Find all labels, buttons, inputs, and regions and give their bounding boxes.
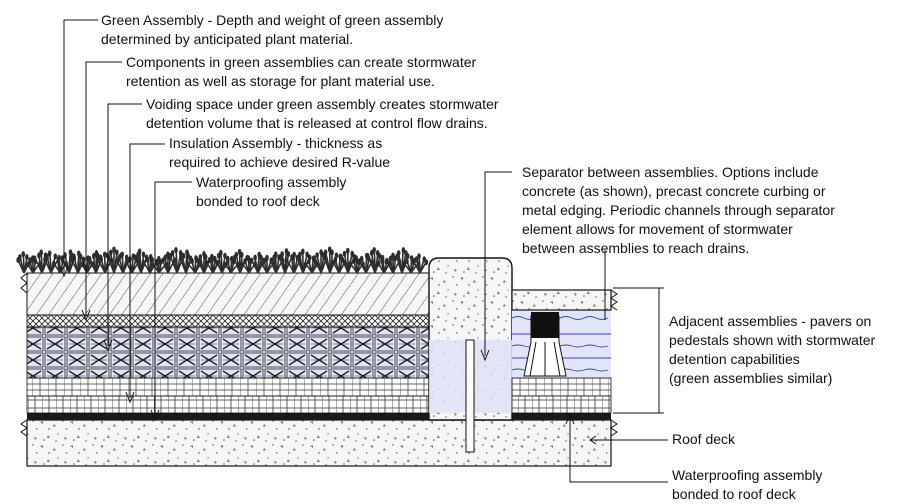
callout-roof-deck: Roof deck	[672, 430, 735, 449]
callout-green-assembly: Green Assembly - Depth and weight of gre…	[101, 11, 443, 49]
callout-line: Waterproofing assembly	[196, 174, 347, 190]
callout-line: determined by anticipated plant material…	[101, 31, 354, 47]
callout-line: Components in green assemblies can creat…	[126, 54, 477, 70]
callout-line: Green Assembly - Depth and weight of gre…	[101, 12, 444, 28]
callout-line: Waterproofing assembly	[672, 467, 823, 483]
plant-tuft	[239, 255, 258, 274]
callout-line: metal edging. Periodic channels through …	[522, 202, 835, 218]
callout-line: Insulation Assembly - thickness as	[169, 135, 383, 151]
green-assembly	[20, 272, 430, 414]
waterproofing-membrane	[27, 413, 611, 420]
callout-line: Adjacent assemblies - pavers on	[669, 313, 872, 329]
paver-assembly	[511, 289, 618, 414]
plant-tuft	[87, 249, 103, 274]
callout-line: concrete (as shown), precast concrete cu…	[522, 183, 826, 199]
leader-lines	[59, 19, 668, 483]
callout-separator: Separator between assemblies. Options in…	[522, 163, 835, 258]
callout-line: detention capabilities	[669, 351, 800, 367]
plant-material	[16, 246, 429, 274]
roof-deck	[20, 419, 618, 467]
plant-tuft	[133, 248, 149, 274]
callout-line: pedestals shown with stormwater	[669, 332, 876, 348]
callout-voiding-space: Voiding space under green assembly creat…	[146, 95, 499, 133]
plant-tuft	[179, 249, 193, 274]
callout-line: detention volume that is released at con…	[146, 115, 488, 131]
callout-line: bonded to roof deck	[196, 193, 320, 209]
plant-tuft	[168, 247, 186, 274]
callout-line: Roof deck	[672, 431, 736, 447]
callout-line: Voiding space under green assembly creat…	[146, 96, 499, 112]
callout-line: bonded to roof deck	[672, 486, 796, 502]
callout-components: Components in green assemblies can creat…	[126, 53, 476, 91]
callout-line: Separator between assemblies. Options in…	[522, 164, 819, 180]
dimension-line	[613, 287, 664, 414]
callout-line: retention as well as storage for plant m…	[126, 73, 435, 89]
plant-tuft	[115, 251, 130, 274]
plant-tuft	[204, 253, 220, 274]
callout-line: (green assemblies similar)	[669, 370, 833, 386]
plant-tuft	[232, 248, 249, 274]
plant-tuft	[411, 253, 429, 274]
callout-adjacent-assemblies: Adjacent assemblies - pavers on pedestal…	[669, 312, 875, 388]
plant-tuft	[69, 250, 86, 274]
callout-line: required to achieve desired R-value	[169, 154, 391, 170]
callout-line: between assemblies to reach drains.	[522, 240, 750, 256]
callout-line: element allows for movement of stormwate…	[522, 221, 793, 237]
callout-waterproofing-bottom: Waterproofing assembly bonded to roof de…	[672, 466, 822, 504]
concrete-separator	[428, 257, 513, 453]
plant-tuft	[105, 246, 123, 274]
plant-tuft	[60, 249, 76, 274]
callout-insulation: Insulation Assembly - thickness as requi…	[169, 134, 390, 172]
callout-waterproofing-top: Waterproofing assembly bonded to roof de…	[196, 173, 346, 211]
